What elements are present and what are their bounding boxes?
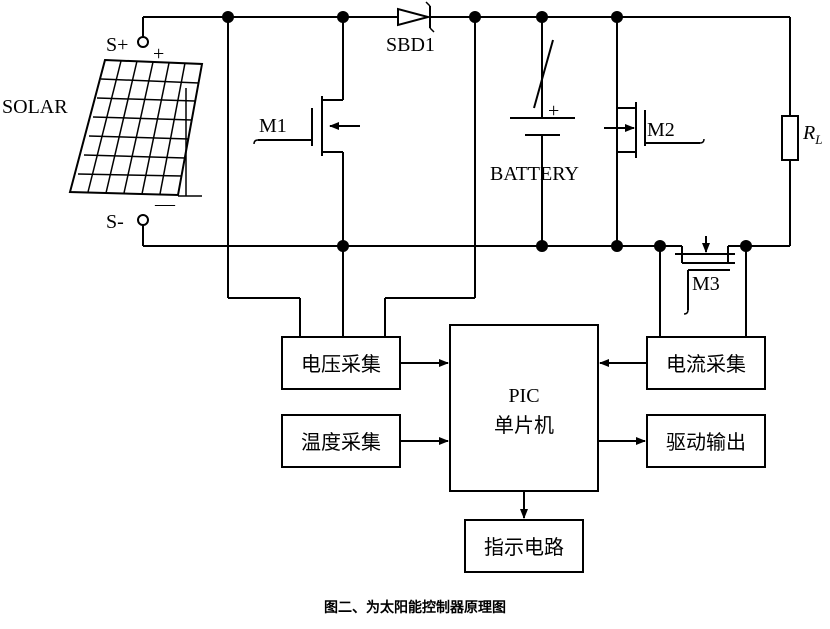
m3-label: M3 [692,273,720,295]
wiring [142,16,791,337]
figure-caption: 图二、为太阳能控制器原理图 [324,599,506,616]
block-arrows [400,359,647,519]
battery-label: BATTERY [490,163,579,185]
drive-output-label: 驱动输出 [666,430,746,454]
mosfet-m2 [604,102,705,158]
rl-label: RL [802,122,822,147]
m1-label: M1 [259,115,287,137]
voltage-sampling-block [281,336,401,390]
current-sampling-label: 电流采集 [666,352,746,376]
temperature-sampling-label: 温度采集 [301,430,381,454]
current-sampling-block [646,336,766,390]
indicator-circuit-block [464,519,584,573]
mosfet-m1 [253,96,360,156]
battery-plus-sign: + [548,100,559,122]
s-plus-label: S+ [106,34,128,56]
mcu-label: 单片机 [494,413,554,437]
voltage-sampling-label: 电压采集 [301,352,381,376]
pic-mcu-block [449,324,599,492]
s-minus-terminal [137,214,149,226]
solar-label: SOLAR [2,96,68,118]
junction-dots [222,11,752,252]
diode-sbd1 [397,1,435,33]
solar-minus-sign: — [154,193,176,215]
solar-plus-sign: + [153,43,164,65]
temperature-sampling-block [281,414,401,468]
load-resistor [781,115,799,161]
solar-panel [68,58,204,197]
s-minus-label: S- [106,211,124,233]
m2-label: M2 [647,119,675,141]
indicator-circuit-label: 指示电路 [484,535,564,559]
sbd1-label: SBD1 [386,34,435,56]
battery [510,39,575,136]
drive-output-block [646,414,766,468]
s-plus-terminal [137,36,149,48]
mosfet-m3 [675,236,735,315]
pic-label: PIC [508,385,539,407]
